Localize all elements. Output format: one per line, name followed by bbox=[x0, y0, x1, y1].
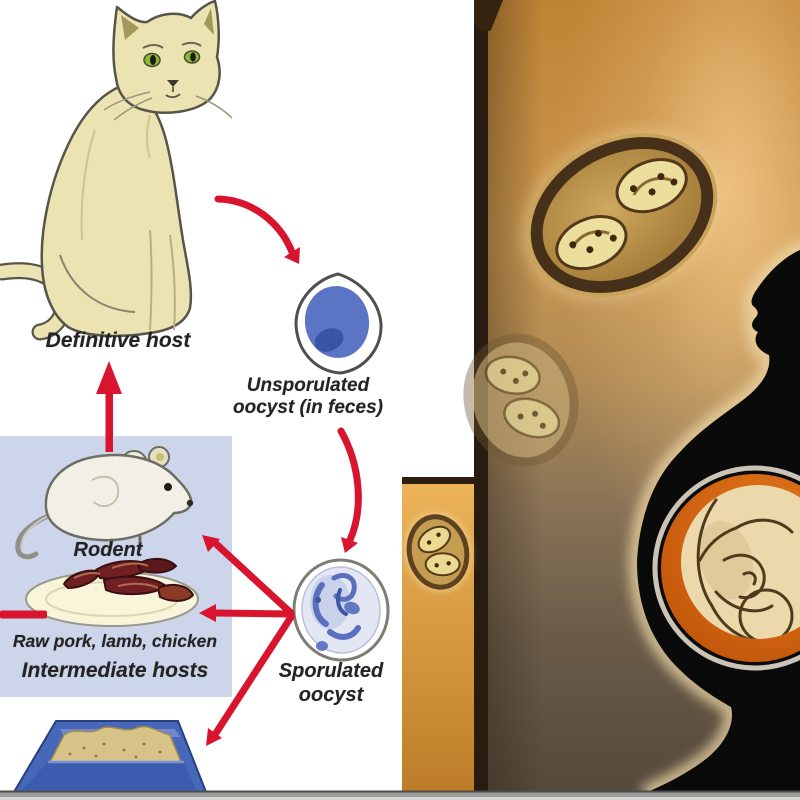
raw-meat-label: Raw pork, lamb, chicken bbox=[12, 631, 218, 651]
definitive-host-label: Definitive host bbox=[45, 329, 191, 352]
label-line: oocyst (in feces) bbox=[233, 397, 383, 419]
rodent-label: Rodent bbox=[73, 539, 143, 561]
mid-oocyst-photo bbox=[463, 333, 579, 467]
label-line: Unsporulated bbox=[246, 375, 370, 396]
fetus-in-womb-illustration bbox=[652, 465, 800, 671]
bottom-edge-bar bbox=[0, 790, 800, 800]
small-oocyst-photo bbox=[403, 511, 473, 593]
arrow-cat-to-unsporulated bbox=[214, 195, 296, 256]
raw-meat-plate-illustration bbox=[25, 558, 199, 627]
litter-box-illustration bbox=[13, 720, 207, 793]
label-line: oocyst bbox=[298, 683, 364, 706]
arrow-unsporulated-to-sporulated bbox=[337, 427, 362, 544]
sporulated-oocyst-label: Sporulated oocyst bbox=[261, 660, 401, 707]
rodent-illustration bbox=[15, 446, 194, 560]
arrow-to-meat bbox=[210, 609, 295, 618]
arrow-to-rodent bbox=[210, 538, 295, 617]
large-oocyst-photo bbox=[520, 127, 724, 303]
sporulated-oocyst-cell bbox=[292, 558, 390, 662]
life-cycle-arrows bbox=[0, 195, 362, 746]
arrow-stub-left-edge bbox=[0, 610, 47, 619]
arrow-box-to-definitive-host bbox=[105, 390, 113, 452]
cat-illustration bbox=[0, 0, 233, 341]
unsporulated-oocyst-cell bbox=[294, 272, 383, 375]
unsporulated-oocyst-label: Unsporulated oocyst (in feces) bbox=[210, 375, 406, 420]
intermediate-hosts-label: Intermediate hosts bbox=[21, 659, 209, 682]
label-line: Sporulated bbox=[278, 660, 384, 682]
arrow-to-litter-box bbox=[212, 613, 295, 737]
